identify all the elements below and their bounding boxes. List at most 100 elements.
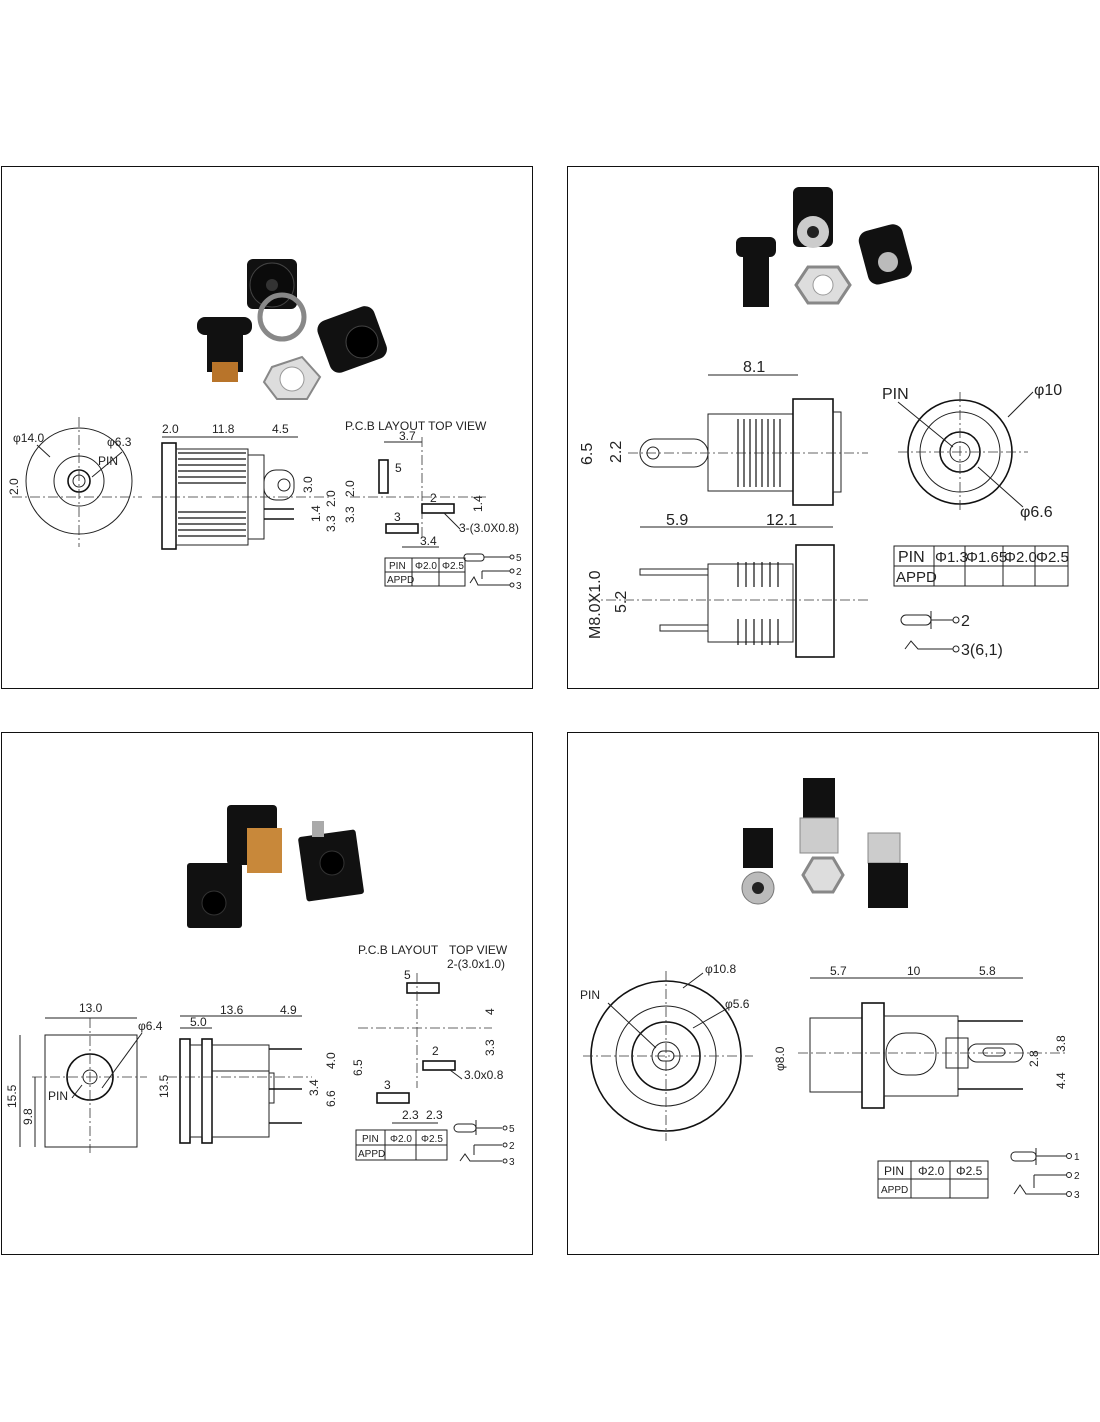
dim-9-8: 9.8 — [21, 1108, 35, 1125]
table-header: Φ2.0 — [390, 1134, 412, 1145]
table-row-label: APPD — [881, 1185, 908, 1196]
dim-1-4: 1.4 — [309, 505, 323, 522]
table-header: Φ2.5 — [442, 561, 464, 572]
dim-flange: 2.0 — [162, 422, 179, 436]
dim-outer-diameter: φ10 — [1034, 382, 1062, 399]
table-header: Φ2.5 — [421, 1134, 443, 1145]
dim-3-4: 3.4 — [420, 534, 437, 548]
dim-inner-diameter: φ5.6 — [725, 997, 750, 1011]
pad-5-label: 5 — [404, 968, 411, 982]
pin-number: 1 — [1074, 1152, 1080, 1163]
dim-6-5: 6.5 — [579, 443, 596, 465]
dim-height: 15.5 — [5, 1084, 19, 1108]
dim-4-4: 4.4 — [1054, 1072, 1068, 1089]
pin-number: 3 — [516, 581, 522, 592]
pcb-title: P.C.B LAYOUT — [358, 943, 439, 957]
pad-size-2: 3.0x0.8 — [464, 1068, 504, 1082]
dim-outer-diameter: φ10.8 — [705, 962, 736, 976]
dim-5-7: 5.7 — [830, 964, 847, 978]
table-header: Φ1.3 — [935, 549, 968, 566]
dim-3-7: 3.7 — [399, 429, 416, 443]
dim-2-3-b: 2.3 — [426, 1108, 443, 1122]
panel-metal-jack: PIN φ10.8 φ5.6 5.7 10 5.8 φ8.0 3.8 2.8 4… — [567, 732, 1099, 1255]
pin-number: 2 — [961, 613, 970, 630]
dim-6-6: 6.6 — [324, 1090, 338, 1107]
pad-2-label: 2 — [432, 1044, 439, 1058]
pin-number: 3(6,1) — [961, 642, 1003, 659]
dim-2-3-a: 2.3 — [402, 1108, 419, 1122]
pin-schematic: 5 2 3 — [453, 1120, 515, 1168]
table-header: Φ2.0 — [1004, 549, 1037, 566]
dim-1-4-pcb: 1.4 — [471, 495, 485, 512]
dim-offset: 2.0 — [7, 478, 21, 495]
table-header: Φ1.65 — [966, 549, 1007, 566]
pin-number: 2 — [509, 1141, 515, 1152]
product-photo — [741, 778, 908, 908]
pad-5-label: 5 — [395, 461, 402, 475]
dim-3-3: 3.3 — [483, 1039, 497, 1056]
pin-number: 5 — [516, 553, 522, 564]
side-view: 5.7 10 5.8 φ8.0 3.8 2.8 4.4 — [773, 964, 1068, 1109]
drawing-3: 13.0 φ6.4 PIN 15.5 9.8 13.5 5.0 13.6 4.9… — [5, 805, 515, 1168]
front-view: 13.0 φ6.4 PIN 15.5 9.8 — [5, 1001, 163, 1153]
dim-width: 13.0 — [79, 1001, 103, 1015]
pin-number: 2 — [516, 567, 522, 578]
dim-2-2: 2.2 — [608, 441, 625, 463]
dim-3-8: 3.8 — [1054, 1035, 1068, 1052]
table-row-label: APPD — [896, 569, 937, 586]
dim-4-0: 4.0 — [324, 1052, 338, 1069]
dim-6-5: 6.5 — [351, 1059, 365, 1076]
side-view: 13.5 5.0 13.6 4.9 4.0 3.4 6.6 — [157, 1003, 338, 1144]
dim-5-8: 5.8 — [979, 964, 996, 978]
pad-3-label: 3 — [394, 510, 401, 524]
dim-3-3-pcb: 3.3 — [343, 506, 357, 523]
front-view: φ14.0 φ6.3 PIN 2.0 — [7, 417, 142, 547]
panel-square-jack: 13.0 φ6.4 PIN 15.5 9.8 13.5 5.0 13.6 4.9… — [1, 732, 533, 1255]
table-row-label: APPD — [387, 575, 414, 586]
dim-height-side: 13.5 — [157, 1074, 171, 1098]
front-view: PIN φ10 φ6.6 — [882, 382, 1062, 521]
table-header: PIN — [884, 1164, 904, 1178]
pcb-subtitle: TOP VIEW — [449, 943, 508, 957]
front-view: PIN φ10.8 φ5.6 — [580, 962, 753, 1141]
dim-5-0: 5.0 — [190, 1015, 207, 1029]
pin-schematic: 1 2 3 — [1010, 1148, 1080, 1201]
dim-12-1: 12.1 — [766, 512, 797, 529]
dim-diameter: φ6.4 — [138, 1019, 163, 1033]
side-view-bottom: M8.0X1.0 5.2 — [587, 544, 868, 658]
dim-4: 4 — [483, 1008, 497, 1015]
pin-table: PIN Φ1.3 Φ1.65 Φ2.0 Φ2.5 APPD — [893, 545, 1069, 587]
dim-3-0: 3.0 — [301, 476, 315, 493]
pin-number: 3 — [1074, 1190, 1080, 1201]
dim-outer-diameter: φ14.0 — [13, 431, 44, 445]
pin-number: 2 — [1074, 1171, 1080, 1182]
dim-inner-diameter: φ6.6 — [1020, 504, 1053, 521]
dim-4-9: 4.9 — [280, 1003, 297, 1017]
dim-tail: 4.5 — [272, 422, 289, 436]
table-header: Φ2.5 — [1036, 549, 1069, 566]
dim-3-4: 3.4 — [307, 1079, 321, 1096]
pin-label: PIN — [882, 386, 909, 403]
table-row-label: APPD — [358, 1149, 385, 1160]
dim-2-8: 2.8 — [1027, 1050, 1041, 1067]
dim-10: 10 — [907, 964, 921, 978]
drawing-4: PIN φ10.8 φ5.6 5.7 10 5.8 φ8.0 3.8 2.8 4… — [580, 778, 1080, 1201]
product-photo — [187, 805, 364, 928]
dim-thread: M8.0X1.0 — [587, 570, 604, 639]
table-header: PIN — [362, 1134, 379, 1145]
pad-3-label: 3 — [384, 1078, 391, 1092]
pad-size-1: 2-(3.0x1.0) — [447, 957, 505, 971]
drawing-2: 8.1 6.5 2.2 5.9 12.1 PIN φ10 φ6.6 M8.0X1… — [579, 187, 1069, 659]
pin-table: PIN Φ2.0 Φ2.5 APPD — [877, 1160, 989, 1199]
panel-round-jack-14mm: φ14.0 φ6.3 PIN 2.0 2.0 11.8 4.5 3.0 2.0 … — [1, 166, 533, 689]
pin-label: PIN — [98, 454, 118, 468]
table-header: PIN — [389, 561, 406, 572]
dim-diameter-side: φ8.0 — [773, 1046, 787, 1071]
dim-2-0-pcb: 2.0 — [343, 480, 357, 497]
side-view-top: 8.1 6.5 2.2 5.9 12.1 — [579, 359, 868, 529]
product-photo — [736, 187, 912, 307]
dim-5-2: 5.2 — [613, 591, 630, 613]
pin-number: 5 — [509, 1124, 515, 1135]
pad-2-label: 2 — [430, 491, 437, 505]
side-view: 2.0 11.8 4.5 3.0 2.0 3.3 1.4 — [152, 422, 338, 550]
